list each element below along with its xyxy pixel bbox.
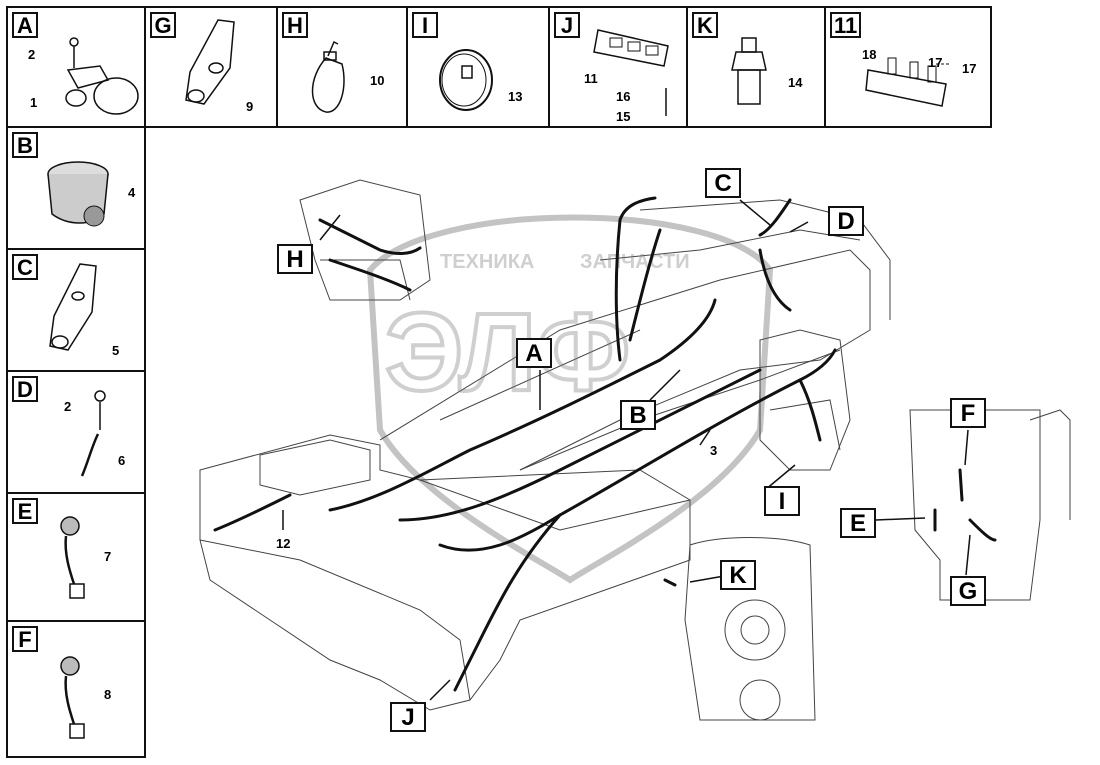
inset-i-letter: I (412, 12, 438, 38)
inset-a: A 2 1 (6, 6, 146, 128)
inset-11-letter: 11 (830, 12, 862, 38)
callout-k: K (720, 560, 756, 590)
fuse-box-icon (865, 57, 950, 107)
inset-g-letter: G (150, 12, 176, 38)
inset-i-part-13: 13 (508, 89, 523, 104)
callout-f: F (950, 398, 986, 428)
sensor-with-lead-f-icon (60, 656, 85, 739)
pressure-sensor-icon (731, 37, 767, 105)
part-label-3: 3 (710, 443, 718, 458)
wire-loop-icon (439, 49, 493, 111)
part-label-12: 12 (276, 536, 291, 551)
inset-e-part-7: 7 (104, 549, 112, 564)
inset-h: H 10 (276, 6, 408, 128)
inset-e: E 7 (6, 492, 146, 622)
inset-b: B 4 (6, 126, 146, 250)
callout-j: J (390, 702, 426, 732)
inset-g-part-9: 9 (246, 99, 254, 114)
inset-d-part-6: 6 (118, 453, 126, 468)
inset-j-letter: J (554, 12, 580, 38)
watermark-line2: ЗАПЧАСТИ (580, 251, 690, 273)
inset-11-part-17a: 17 (928, 55, 943, 70)
inset-h-letter: H (282, 12, 308, 38)
inset-j-part-15: 15 (616, 109, 631, 124)
clamp-with-bolt-icon (65, 37, 139, 115)
inset-f: F 8 (6, 620, 146, 758)
inset-d-part-2: 2 (64, 399, 72, 414)
inset-a-part-2: 2 (28, 47, 36, 62)
inset-b-letter: B (12, 132, 38, 158)
cable-tie-icon (311, 40, 345, 113)
inset-11-part-17b: 17 (962, 61, 977, 76)
callout-h: H (277, 244, 313, 274)
ground-cable-icon (80, 390, 106, 477)
watermark-line1: ТЕХНИКА (440, 251, 534, 273)
bracket-clip-c-icon (49, 263, 97, 351)
callout-d: D (828, 206, 864, 236)
inset-k-part-14: 14 (788, 75, 803, 90)
inset-11: 11 18 17 17 (824, 6, 992, 128)
callout-g: G (950, 576, 986, 606)
inset-f-part-8: 8 (104, 687, 112, 702)
callout-c: C (705, 168, 741, 198)
inset-c-part-5: 5 (112, 343, 120, 358)
inset-c: C 5 (6, 248, 146, 372)
callout-b: B (620, 400, 656, 430)
inset-h-part-10: 10 (370, 73, 385, 88)
bracket-clip-icon (185, 19, 235, 105)
inset-11-part-18: 18 (862, 47, 877, 62)
inset-k: K 14 (686, 6, 826, 128)
relay-switch-icon (47, 161, 109, 227)
inset-b-part-4: 4 (128, 185, 136, 200)
watermark-logo: ЭЛФ (385, 291, 630, 414)
callout-i: I (764, 486, 800, 516)
callout-a: A (516, 338, 552, 368)
inset-k-letter: K (692, 12, 718, 38)
inset-i: I 13 (406, 6, 550, 128)
inset-c-letter: C (12, 254, 38, 280)
inset-j-part-11: 11 (584, 71, 598, 86)
inset-a-letter: A (12, 12, 38, 38)
inset-d-letter: D (12, 376, 38, 402)
inset-j-part-16: 16 (616, 89, 631, 104)
inset-g: G 9 (144, 6, 278, 128)
sensor-with-lead-e-icon (60, 516, 85, 599)
inset-e-letter: E (12, 498, 38, 524)
connector-housing-icon (593, 29, 669, 116)
inset-j: J 11 16 15 (548, 6, 688, 128)
inset-d: D 2 6 (6, 370, 146, 494)
inset-a-part-1: 1 (30, 95, 38, 110)
inset-f-letter: F (12, 626, 38, 652)
callout-e: E (840, 508, 876, 538)
